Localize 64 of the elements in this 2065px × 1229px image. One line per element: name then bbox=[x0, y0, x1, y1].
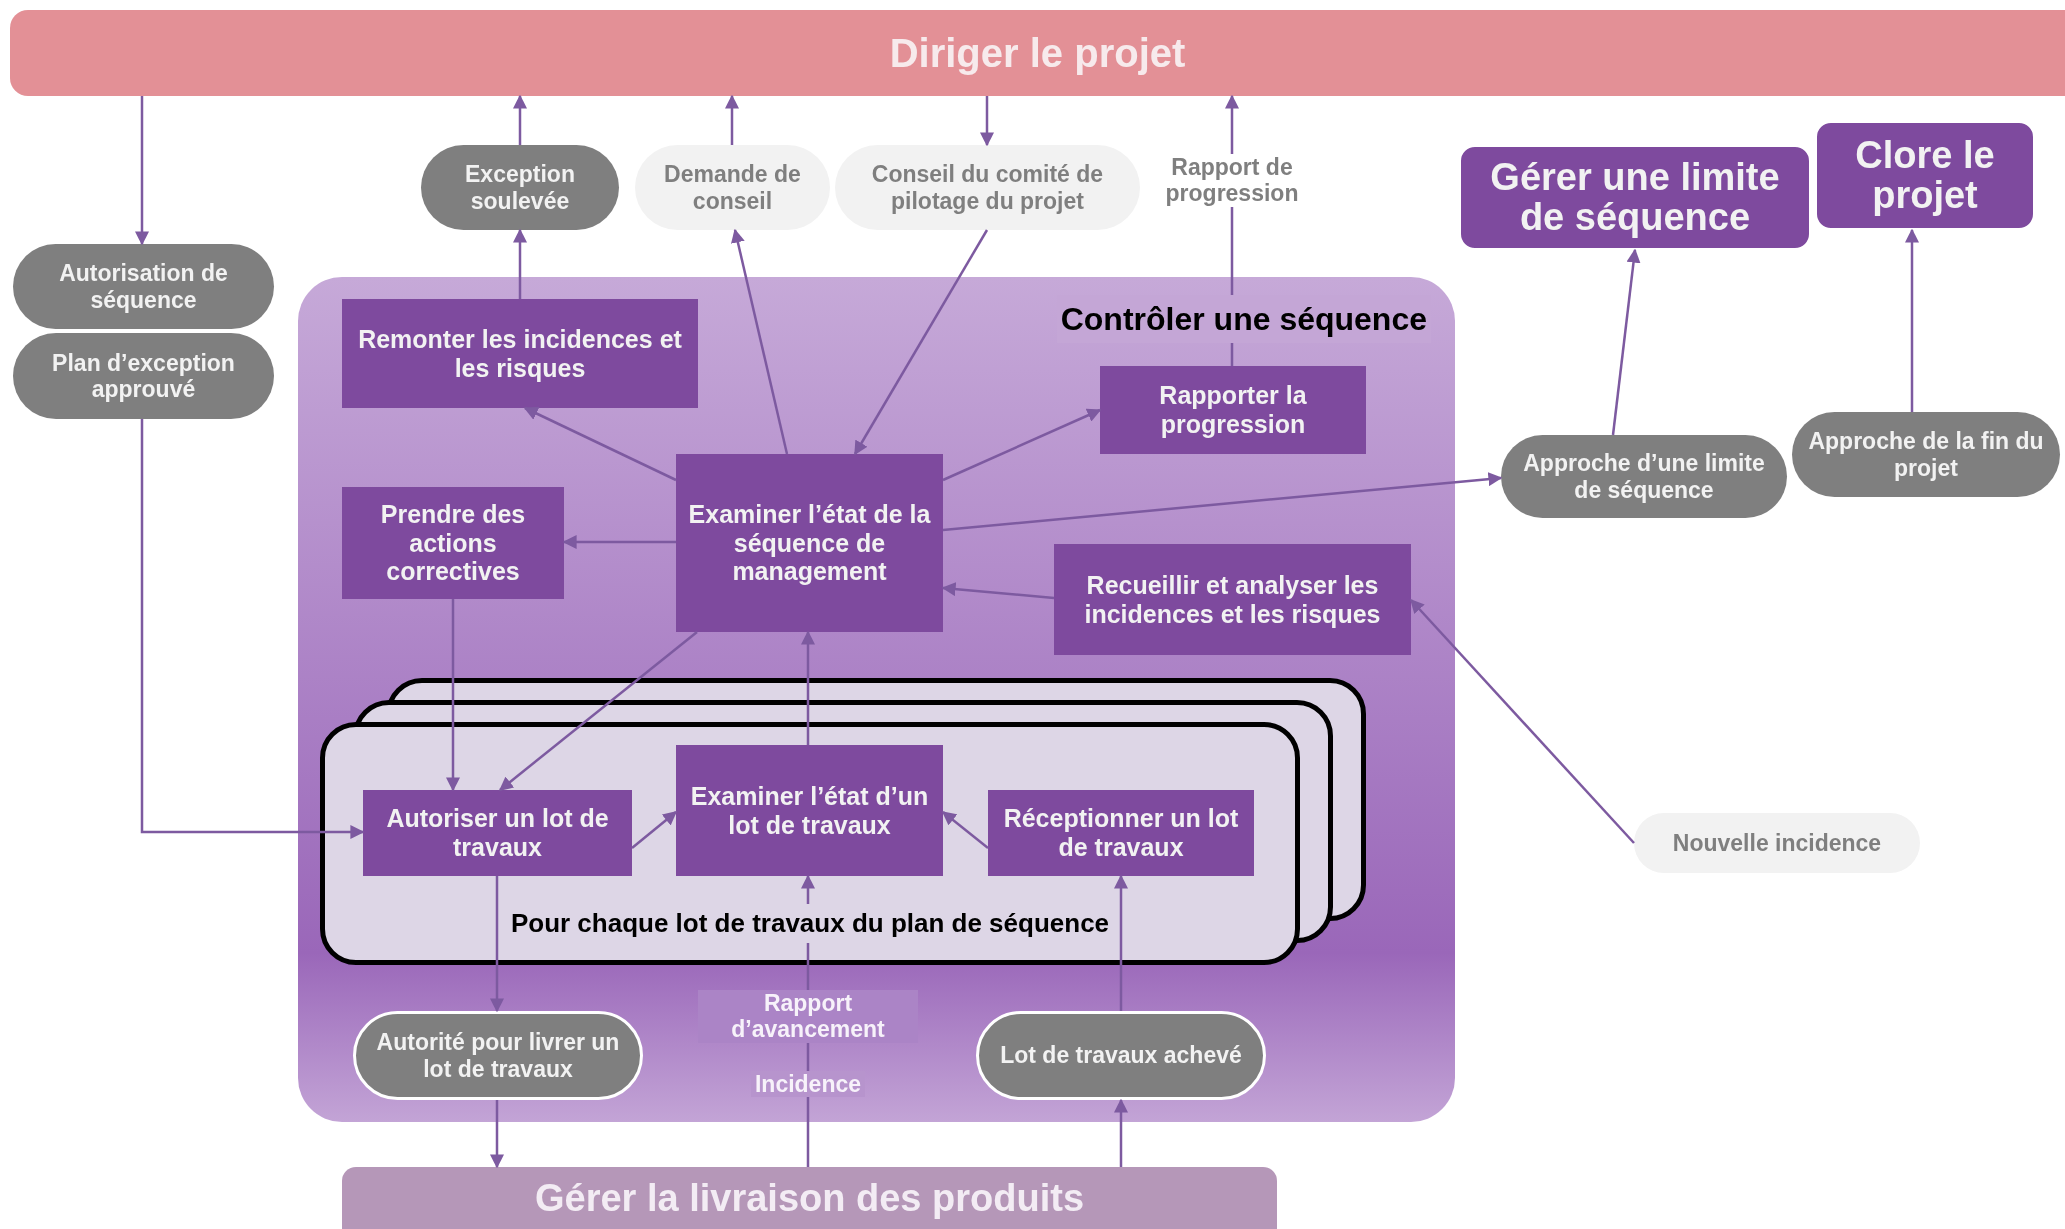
arrow bbox=[498, 631, 698, 791]
process-group-panel bbox=[298, 277, 1455, 1122]
band-title: Diriger le projet bbox=[889, 30, 1186, 77]
arrow bbox=[1905, 228, 1919, 412]
arrow bbox=[523, 406, 677, 482]
arrow bbox=[731, 228, 789, 455]
process-box bbox=[1815, 121, 2035, 230]
process-box bbox=[1459, 145, 1811, 250]
pill-label: Demande de conseil bbox=[663, 161, 802, 214]
pill-label: Conseil du comité de pilotage du projet bbox=[870, 161, 1105, 214]
pill-label: Autorité pour livrer un lot de travaux bbox=[375, 1029, 621, 1082]
activity-box bbox=[342, 299, 698, 408]
arrow bbox=[140, 419, 365, 839]
arrow bbox=[490, 1100, 504, 1169]
activity-label: Prendre des actions correctives bbox=[379, 499, 527, 587]
activity-label: Recueillir et analyser les incidences et les risques bbox=[1083, 570, 1382, 629]
pill-label: Exception soulevée bbox=[464, 161, 576, 214]
process-title: Clore le projet bbox=[1854, 135, 1996, 216]
pill-label: Approche de la fin du projet bbox=[1807, 428, 2045, 481]
arrow bbox=[631, 811, 678, 849]
arrow bbox=[490, 876, 504, 1013]
activity-box bbox=[1100, 366, 1366, 454]
arrow bbox=[513, 228, 527, 299]
activity-label: Réceptionner un lot de travaux bbox=[1002, 804, 1240, 862]
arrow bbox=[980, 96, 994, 147]
arrow bbox=[135, 96, 149, 246]
arrow bbox=[1114, 874, 1128, 1011]
arrow bbox=[941, 811, 989, 849]
pill-label: Lot de travaux achevé bbox=[1000, 1042, 1242, 1069]
pill-label: Nouvelle incidence bbox=[1672, 829, 1882, 857]
activity-box bbox=[676, 454, 943, 632]
activity-box bbox=[1054, 544, 1411, 655]
arrow bbox=[1114, 1098, 1128, 1167]
activity-label: Examiner l’état de la séquence de management bbox=[687, 499, 932, 587]
arrow bbox=[1410, 598, 1635, 844]
arrow bbox=[513, 94, 527, 145]
arrow bbox=[801, 630, 815, 745]
activity-label: Rapporter la progression bbox=[1158, 381, 1308, 439]
activity-label: Remonter les incidences et les risques bbox=[357, 324, 683, 383]
process-band bbox=[10, 10, 2065, 96]
band-title: Gérer la livraison des produits bbox=[534, 1175, 1085, 1221]
activity-box bbox=[676, 745, 943, 876]
arrow bbox=[942, 472, 1503, 532]
edge-label: Rapport d’avancement bbox=[698, 990, 918, 1043]
activity-box bbox=[363, 790, 632, 876]
process-title: Gérer une limite de séquence bbox=[1489, 157, 1781, 238]
activity-label: Examiner l’état d’un lot de travaux bbox=[689, 781, 930, 840]
arrow bbox=[725, 94, 739, 145]
process-band bbox=[342, 1167, 1277, 1229]
arrow bbox=[941, 582, 1055, 600]
activity-label: Autoriser un lot de travaux bbox=[385, 804, 610, 862]
activity-box bbox=[988, 790, 1254, 876]
activity-box bbox=[342, 487, 564, 599]
flow-label: Incidence bbox=[750, 1071, 866, 1098]
pill-label: Plan d’exception approuvé bbox=[51, 349, 236, 403]
arrow bbox=[446, 599, 460, 792]
pill-label: Autorisation de séquence bbox=[58, 260, 229, 313]
stacked-loop-frame bbox=[320, 678, 1366, 965]
arrow bbox=[853, 229, 989, 456]
group-title: Contrôler une séquence bbox=[1056, 295, 1431, 343]
arrow bbox=[562, 535, 676, 549]
arrow bbox=[1611, 248, 1641, 436]
arrow bbox=[942, 408, 1102, 482]
pill-label: Approche d’une limite de séquence bbox=[1522, 450, 1766, 503]
